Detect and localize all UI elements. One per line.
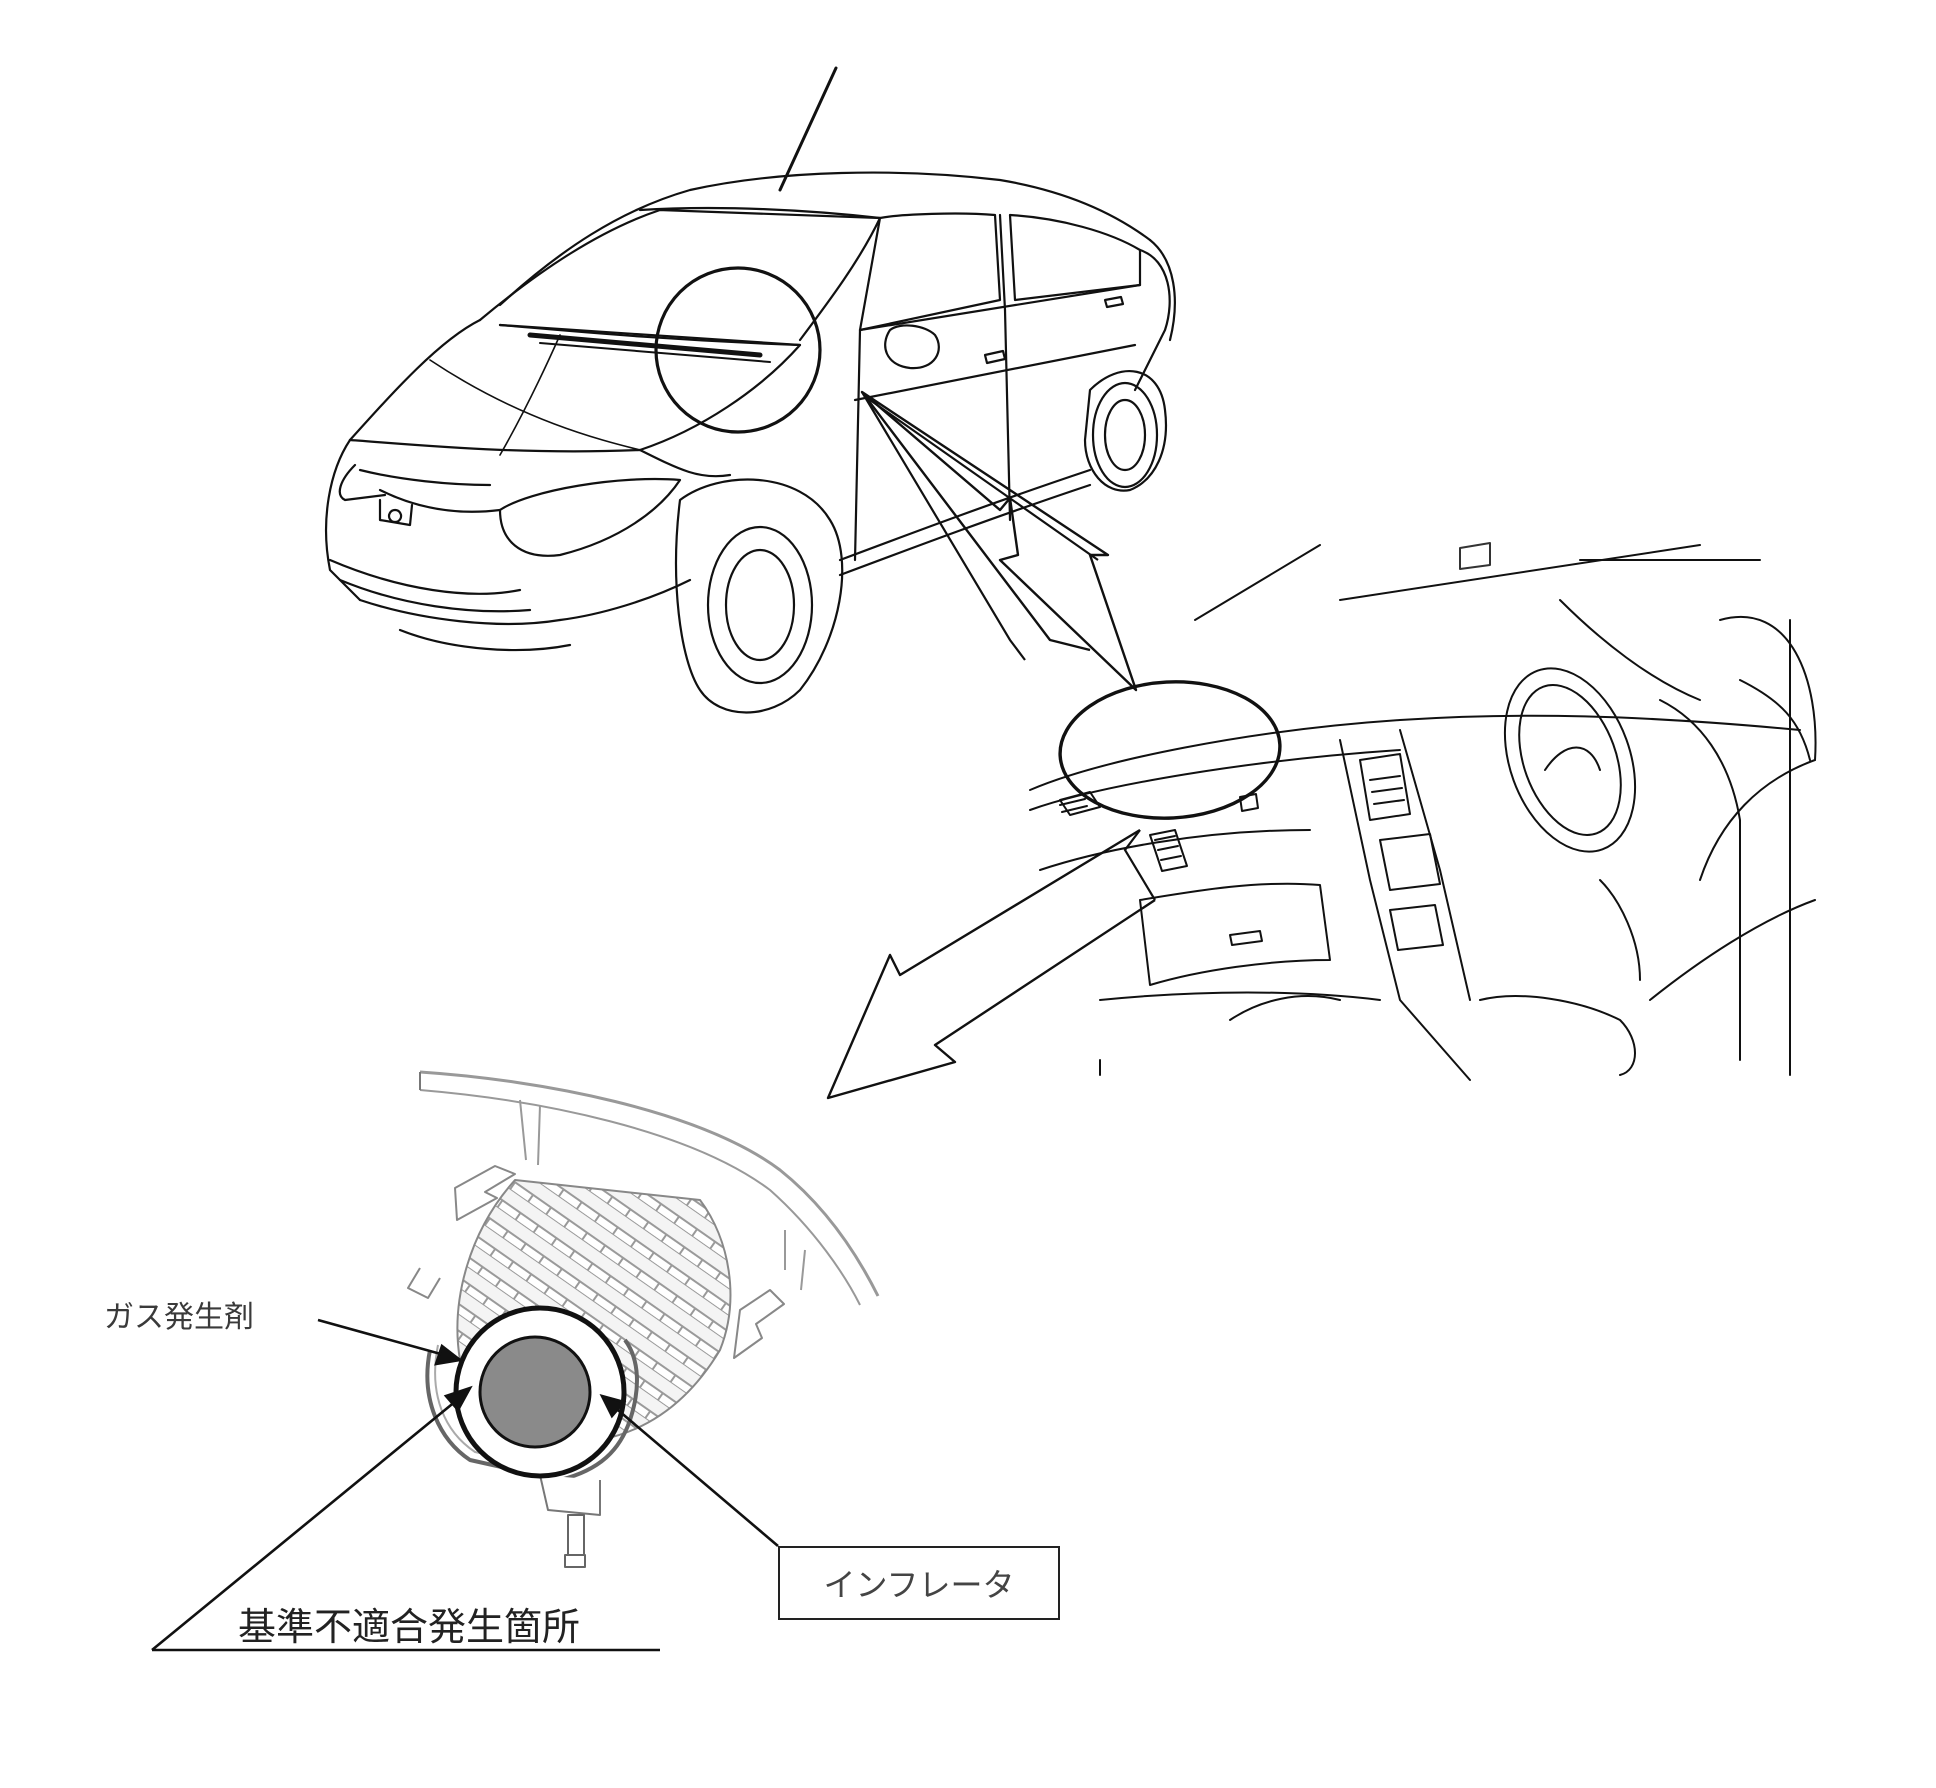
gas-generant-fill [478, 1335, 592, 1449]
airbag-module-illustration [407, 1070, 880, 1568]
car-exterior-illustration [324, 66, 1176, 714]
inflator-label: インフレータ [823, 1566, 1015, 1604]
defect-location-label: 基準不適合発生箇所 [238, 1605, 581, 1649]
gas-generant-label: ガス発生剤 [104, 1300, 254, 1335]
leader-lines [151, 1318, 779, 1652]
zoom-arrow-1 [860, 390, 1138, 692]
dashboard-interior-illustration [1029, 542, 1817, 1081]
inflator-label-box: インフレータ [778, 1546, 1060, 1620]
zoom-arrow-2 [826, 828, 1156, 1100]
